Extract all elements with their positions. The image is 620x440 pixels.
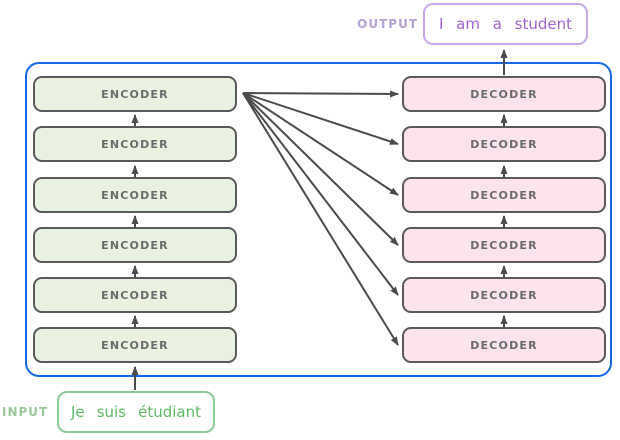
encoder-block-label: ENCODER <box>101 338 169 352</box>
encoder-block-1: ENCODER <box>33 327 237 363</box>
encoder-block-label: ENCODER <box>101 87 169 101</box>
decoder-block-label: DECODER <box>470 137 538 151</box>
output-token: a <box>492 15 502 33</box>
input-token: suis <box>96 403 127 421</box>
decoder-block-label: DECODER <box>470 338 538 352</box>
output-token: I <box>439 15 444 33</box>
input-token-box: Je suis étudiant <box>57 391 215 433</box>
encoder-block-label: ENCODER <box>101 288 169 302</box>
decoder-block-label: DECODER <box>470 288 538 302</box>
decoder-block-2: DECODER <box>402 277 606 313</box>
encoder-block-label: ENCODER <box>101 137 169 151</box>
decoder-block-label: DECODER <box>470 87 538 101</box>
encoder-block-2: ENCODER <box>33 277 237 313</box>
encoder-block-label: ENCODER <box>101 188 169 202</box>
input-token: Je <box>71 403 85 421</box>
input-token: étudiant <box>138 403 201 421</box>
decoder-block-label: DECODER <box>470 238 538 252</box>
input-label: INPUT <box>2 405 49 419</box>
decoder-block-5: DECODER <box>402 126 606 162</box>
decoder-block-4: DECODER <box>402 177 606 213</box>
output-label: OUTPUT <box>357 17 418 31</box>
output-token-box: I am a student <box>423 3 588 45</box>
decoder-block-label: DECODER <box>470 188 538 202</box>
output-token: student <box>514 15 572 33</box>
model-frame <box>25 62 612 377</box>
decoder-block-1: DECODER <box>402 327 606 363</box>
encoder-block-label: ENCODER <box>101 238 169 252</box>
encoder-block-4: ENCODER <box>33 177 237 213</box>
encoder-block-3: ENCODER <box>33 227 237 263</box>
encoder-block-6: ENCODER <box>33 76 237 112</box>
output-token: am <box>456 15 480 33</box>
encoder-block-5: ENCODER <box>33 126 237 162</box>
decoder-block-3: DECODER <box>402 227 606 263</box>
decoder-block-6: DECODER <box>402 76 606 112</box>
